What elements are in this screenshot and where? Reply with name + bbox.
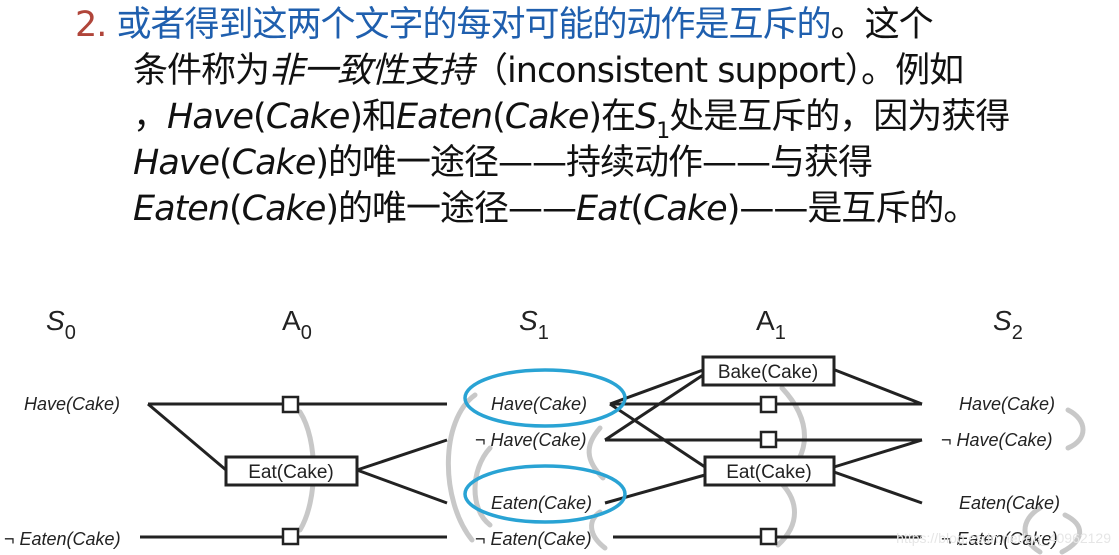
explanation-paragraph: 2. 或者得到这两个文字的每对可能的动作是互斥的。这个 条件称为非一致性支持（i… [0,0,1119,235]
header-s1: S1 [519,305,549,344]
header-a0: A0 [282,305,312,344]
mutex-arc [1059,512,1083,555]
eat-cake-label-a0: Eat(Cake) [248,462,334,483]
mutex-arc [472,445,493,528]
s2-not-have-cake: ¬ Have(Cake) [941,430,1053,450]
eat-cake-box-a1 [703,455,836,487]
s1-not-have-cake: ¬ Have(Cake) [475,430,587,450]
bake-cake-box-a1 [701,355,836,387]
eat-cake-label-a1: Eat(Cake) [726,462,812,483]
list-number: 2. [75,5,107,45]
persistence-actions [281,395,778,546]
s1-have-cake: Have(Cake) [491,394,587,414]
s1-not-eaten-cake: ¬ Eaten(Cake) [475,529,592,549]
s2-have-cake: Have(Cake) [959,394,1055,414]
term-inconsistent-support: 非一致性支持 [269,51,474,91]
s2-not-eaten-cake: ¬ Eaten(Cake) [941,529,1058,549]
graph-edges [140,368,923,539]
paragraph-line-5: Eaten(Cake)的唯一途径——Eat(Cake)——是互斥的。 [133,189,978,229]
persistence-square [759,395,778,414]
persistence-square [759,430,778,449]
s0-have-cake: Have(Cake) [24,394,120,414]
paragraph-line-1: 2. 或者得到这两个文字的每对可能的动作是互斥的。这个 [75,5,934,45]
highlight-ellipse-have [463,368,627,428]
header-a1: A1 [756,305,786,344]
literal-labels: Have(Cake) ¬ Eaten(Cake) Have(Cake) ¬ Ha… [4,394,1060,549]
header-s0: S0 [46,305,76,344]
level-headers: S0 A0 S1 A1 S2 [46,305,1023,344]
persistence-square [281,395,300,414]
paragraph-line-2: 条件称为非一致性支持（inconsistent support）。例如 [133,51,964,91]
persistence-square [281,527,300,546]
mutex-arc [1065,407,1086,451]
paragraph-line-4: Have(Cake)的唯一途径——持续动作——与获得 [133,143,873,183]
watermark: https://blog.csdn.net/qq_40962129 [896,530,1111,546]
highlight-ellipse-eaten [463,464,627,524]
bake-cake-label-a1: Bake(Cake) [718,362,818,383]
s0-not-eaten-cake: ¬ Eaten(Cake) [4,529,121,549]
mutex-arc [775,477,797,548]
highlight-ellipses [463,368,627,524]
eat-cake-box-a0 [224,455,359,487]
paragraph-line-3: ，Have(Cake)和Eaten(Cake)在S1处是互斥的，因为获得 [133,97,1010,144]
highlighted-condition: 或者得到这两个文字的每对可能的动作是互斥的 [116,5,832,45]
mutex-arc [1022,505,1043,555]
header-s2: S2 [993,305,1023,344]
persistence-square [759,527,778,546]
s1-eaten-cake: Eaten(Cake) [491,493,592,513]
s2-eaten-cake: Eaten(Cake) [959,493,1060,513]
action-nodes: Eat(Cake) Bake(Cake) Eat(Cake) [224,355,836,487]
mutex-arcs [297,385,1086,555]
mutex-arc [445,392,478,543]
